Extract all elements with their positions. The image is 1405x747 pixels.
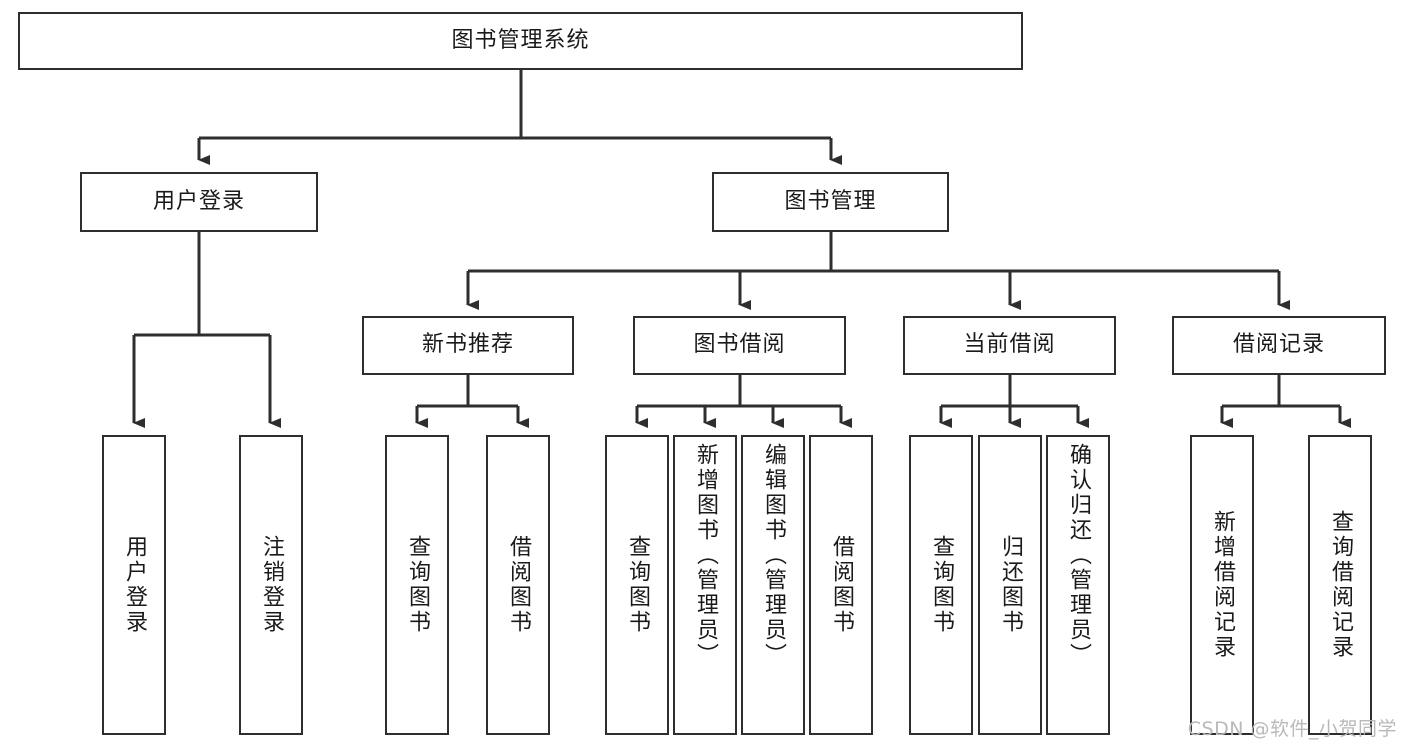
node-label: 查询图书: [625, 535, 650, 635]
node-new-book-recommend[interactable]: 新书推荐: [362, 316, 574, 375]
node-book-management[interactable]: 图书管理: [712, 172, 949, 232]
node-label: 查询图书: [405, 535, 430, 635]
leaf-logout-login[interactable]: 注销登录: [239, 435, 303, 735]
leaf-borrow-book-borrow[interactable]: 借阅图书: [809, 435, 873, 735]
node-label: 当前借阅: [963, 332, 1056, 358]
node-label: 新增借阅记录: [1210, 510, 1235, 660]
watermark-text: CSDN @软件_小贺同学: [1187, 718, 1397, 740]
node-label: 查询借阅记录: [1328, 510, 1353, 660]
node-label: 借阅图书: [506, 535, 531, 635]
node-label: 借阅图书: [829, 535, 854, 635]
node-label: 图书借阅: [693, 332, 786, 358]
node-label: 图书管理系统: [451, 27, 590, 53]
leaf-query-book-recommend[interactable]: 查询图书: [385, 435, 449, 735]
leaf-return-book[interactable]: 归还图书: [978, 435, 1042, 735]
node-book-borrow[interactable]: 图书借阅: [633, 316, 846, 375]
leaf-user-login[interactable]: 用户登录: [102, 435, 166, 735]
leaf-add-borrow-record[interactable]: 新增借阅记录: [1190, 435, 1254, 735]
node-user-login[interactable]: 用户登录: [80, 172, 318, 232]
leaf-query-book-borrow[interactable]: 查询图书: [605, 435, 669, 735]
node-label: 归还图书: [998, 535, 1023, 635]
leaf-edit-book-admin[interactable]: 编辑图书（管理员）: [741, 435, 805, 735]
leaf-confirm-return-admin[interactable]: 确认归还（管理员）: [1046, 435, 1110, 735]
node-label: 图书管理: [784, 188, 877, 214]
node-label: 注销登录: [259, 535, 284, 635]
node-label: 编辑图书（管理员）: [761, 443, 786, 668]
node-label: 用户登录: [152, 188, 245, 214]
node-label: 新书推荐: [421, 332, 514, 358]
node-book-management-system[interactable]: 图书管理系统: [18, 12, 1023, 70]
leaf-query-book-current[interactable]: 查询图书: [909, 435, 973, 735]
leaf-borrow-book-recommend[interactable]: 借阅图书: [486, 435, 550, 735]
node-label: 用户登录: [122, 535, 147, 635]
node-label: 借阅记录: [1232, 332, 1325, 358]
leaf-query-borrow-record[interactable]: 查询借阅记录: [1308, 435, 1372, 735]
leaf-add-book-admin[interactable]: 新增图书（管理员）: [673, 435, 737, 735]
node-borrow-record[interactable]: 借阅记录: [1172, 316, 1386, 375]
node-current-borrow[interactable]: 当前借阅: [903, 316, 1116, 375]
node-label: 确认归还（管理员）: [1066, 443, 1091, 668]
node-label: 查询图书: [929, 535, 954, 635]
node-label: 新增图书（管理员）: [693, 443, 718, 668]
